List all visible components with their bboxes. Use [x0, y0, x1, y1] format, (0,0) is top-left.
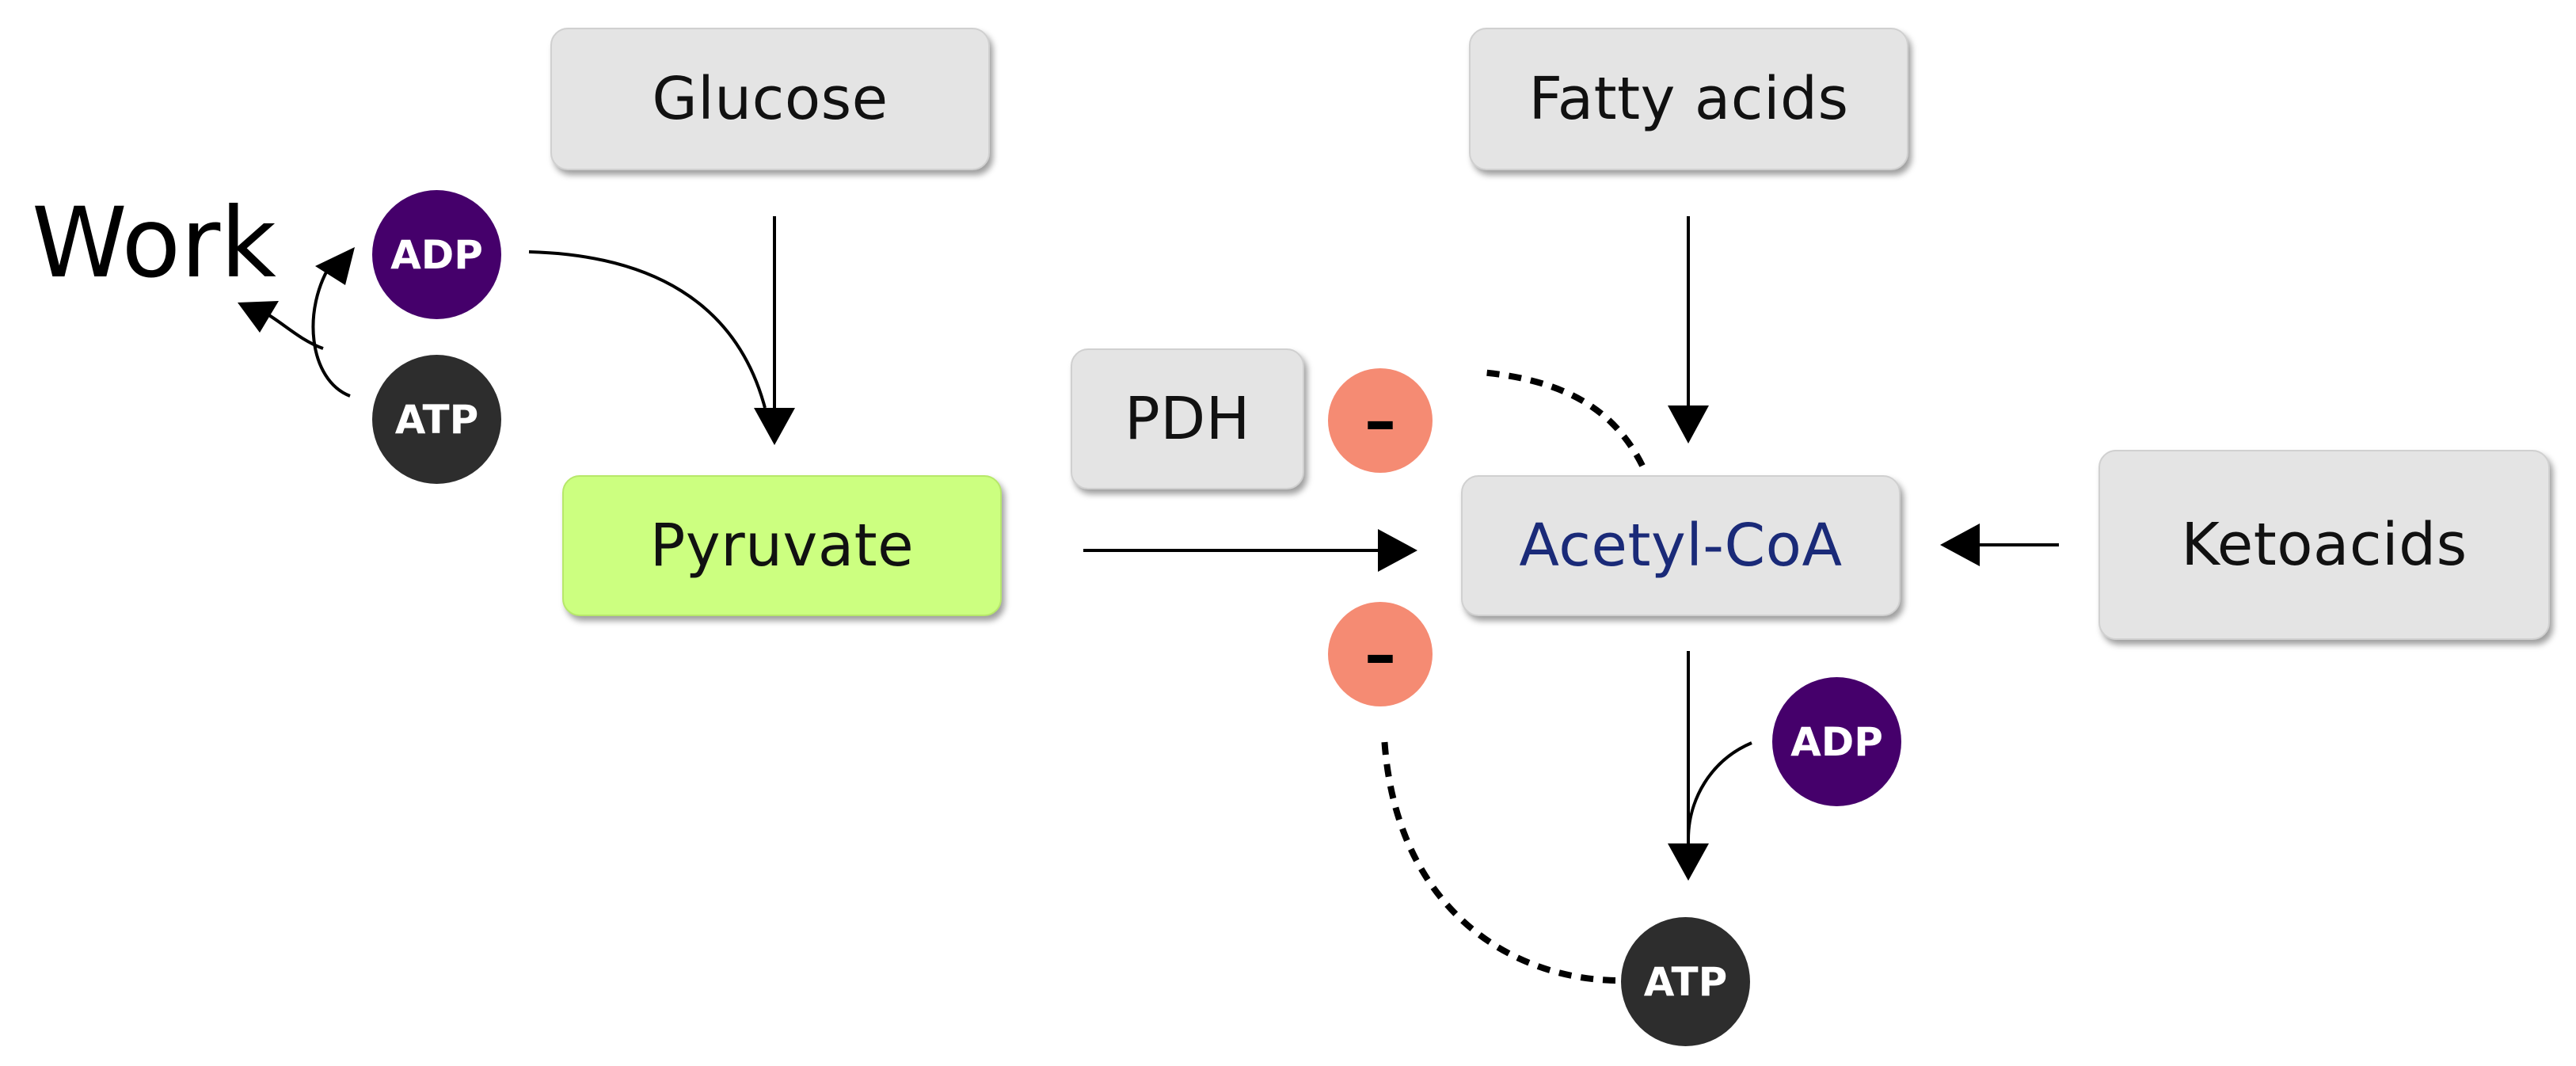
- arrow-pyruvate-to-acetyl-coa: [1083, 529, 1417, 572]
- arrow-adp-to-pyruvate: [528, 250, 767, 409]
- inhibition-line-acetyl-coa: [1480, 369, 1646, 467]
- atp-circle-bottom: ATP: [1621, 917, 1750, 1046]
- atp-bottom-label: ATP: [1643, 958, 1728, 1005]
- arrow-atp-to-adp: [311, 247, 355, 398]
- arrow-to-work: [238, 301, 324, 350]
- arrow-adp-to-atp: [1687, 741, 1752, 840]
- ketoacids-label: Ketoacids: [2181, 511, 2468, 579]
- pdh-box: PDH: [1071, 348, 1304, 489]
- atp-left-label: ATP: [394, 396, 479, 443]
- arrow-acetyl-coa-to-atp: [1668, 651, 1709, 881]
- glucose-label: Glucose: [652, 65, 888, 133]
- fatty-acids-label: Fatty acids: [1528, 65, 1849, 133]
- arrow-fatty-acids-to-acetyl-coa: [1668, 216, 1709, 444]
- fatty-acids-box: Fatty acids: [1469, 28, 1908, 170]
- pdh-label: PDH: [1124, 385, 1250, 453]
- inhibitor-top-symbol: –: [1364, 383, 1396, 458]
- inhibitor-bottom-symbol: –: [1364, 617, 1396, 691]
- adp-circle-right: ADP: [1772, 677, 1901, 806]
- inhibition-line-atp: [1381, 736, 1616, 984]
- arrow-glucose-to-pyruvate: [754, 216, 795, 445]
- pyruvate-label: Pyruvate: [649, 512, 915, 580]
- work-label: Work: [32, 187, 276, 299]
- inhibitor-circle-top: –: [1328, 368, 1433, 473]
- pyruvate-box: Pyruvate: [562, 475, 1002, 616]
- ketoacids-box: Ketoacids: [2098, 450, 2550, 640]
- acetyl-coa-box: Acetyl-CoA: [1461, 475, 1901, 616]
- arrow-ketoacids-to-acetyl-coa: [1940, 523, 2059, 566]
- adp-circle-left: ADP: [372, 190, 501, 319]
- adp-right-label: ADP: [1790, 718, 1883, 765]
- acetyl-coa-label: Acetyl-CoA: [1519, 512, 1843, 580]
- adp-left-label: ADP: [390, 231, 483, 278]
- atp-circle-left: ATP: [372, 355, 501, 484]
- inhibitor-circle-bottom: –: [1328, 602, 1433, 706]
- glucose-box: Glucose: [550, 28, 990, 170]
